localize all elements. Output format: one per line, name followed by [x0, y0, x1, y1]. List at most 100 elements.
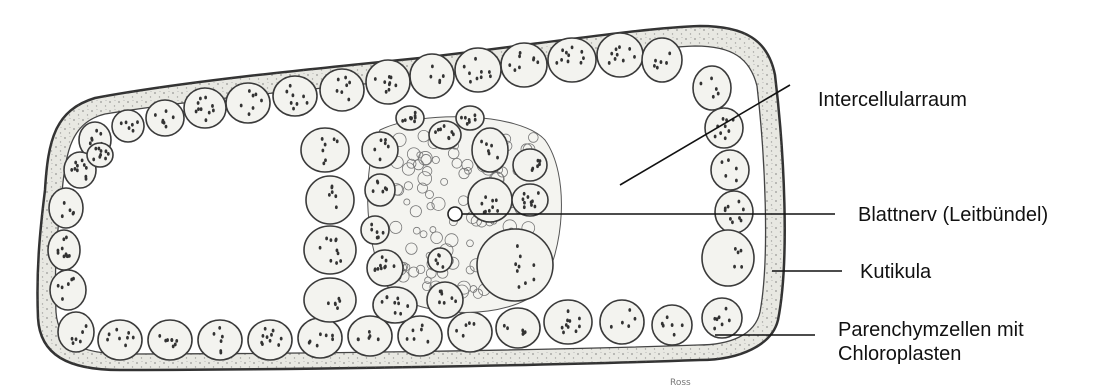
chloroplast: [530, 200, 533, 204]
chloroplast: [331, 334, 334, 338]
chloroplast: [336, 139, 339, 143]
chloroplast: [420, 328, 423, 332]
chloroplast: [712, 95, 715, 99]
chloroplast: [627, 324, 630, 328]
chloroplast: [610, 325, 613, 329]
chloroplast: [85, 324, 88, 328]
chloroplast: [713, 317, 716, 321]
chloroplast: [394, 311, 397, 315]
chloroplast: [337, 251, 340, 255]
chloroplast: [75, 337, 78, 341]
chloroplast: [108, 332, 111, 336]
chloroplast: [438, 80, 441, 84]
chloroplast: [513, 68, 516, 72]
chloroplast: [480, 202, 483, 206]
chloroplast: [565, 323, 568, 327]
chloroplast: [370, 223, 373, 227]
parenchyma-cell: [58, 312, 94, 352]
parenchyma-cell: [427, 282, 463, 318]
chloroplast: [516, 244, 519, 248]
chloroplast: [292, 93, 295, 97]
chloroplast: [76, 164, 79, 168]
chloroplast: [370, 228, 373, 232]
parenchyma-cell: [361, 216, 389, 244]
chloroplast: [339, 259, 342, 263]
parenchyma-cell: [298, 318, 342, 358]
chloroplast: [614, 57, 617, 61]
chloroplast: [345, 83, 348, 87]
chloroplast: [165, 109, 168, 113]
chloroplast: [248, 112, 251, 116]
chloroplast: [429, 75, 432, 79]
chloroplast: [628, 308, 631, 312]
chloroplast: [374, 267, 377, 271]
chloroplast: [656, 66, 659, 70]
chloroplast: [450, 296, 453, 300]
parenchyma-cell: [702, 230, 754, 286]
chloroplast: [264, 327, 267, 331]
chloroplast: [65, 254, 68, 258]
parenchyma-cell: [198, 320, 242, 360]
chloroplast: [436, 262, 439, 266]
chloroplast: [610, 52, 613, 56]
chloroplast: [567, 60, 570, 64]
chloroplast: [438, 300, 441, 304]
parenchyma-cell: [320, 69, 364, 111]
chloroplast: [269, 339, 272, 343]
parenchyma-cell: [448, 312, 492, 352]
chloroplast: [443, 124, 446, 128]
chloroplast: [197, 101, 200, 105]
chloroplast: [518, 54, 521, 58]
chloroplast: [158, 334, 161, 338]
chloroplast: [468, 321, 471, 325]
chloroplast: [336, 89, 339, 93]
chloroplast: [381, 300, 384, 304]
chloroplast: [175, 339, 178, 343]
parenchyma-cell: [548, 38, 596, 82]
chloroplast: [57, 284, 60, 288]
chloroplast: [518, 285, 521, 289]
chloroplast: [426, 340, 429, 344]
parenchyma-cell: [48, 230, 80, 270]
chloroplast: [61, 247, 64, 251]
chloroplast: [57, 249, 60, 253]
label-parenchyma-line1: Parenchymzellen mit: [838, 318, 1024, 342]
chloroplast: [719, 131, 722, 135]
chloroplast: [200, 107, 203, 111]
chloroplast: [100, 149, 103, 153]
chloroplast: [491, 199, 494, 203]
chloroplast: [666, 315, 669, 319]
chloroplast: [322, 161, 325, 165]
artist-signature: Ross: [670, 378, 691, 388]
chloroplast: [560, 58, 563, 62]
chloroplast: [523, 192, 526, 196]
chloroplast: [721, 323, 724, 327]
parenchyma-cell: [304, 278, 356, 322]
chloroplast: [324, 143, 327, 147]
label-parenchyma-line2: Chloroplasten: [838, 342, 1024, 366]
chloroplast: [742, 208, 745, 212]
parenchyma-cell: [456, 106, 484, 130]
chloroplast: [634, 317, 637, 321]
parenchyma-cell: [301, 128, 349, 172]
parenchyma-cell: [396, 106, 424, 130]
chloroplast: [334, 302, 337, 306]
chloroplast: [464, 116, 467, 120]
chloroplast: [561, 326, 564, 330]
chloroplast: [489, 74, 492, 78]
parenchyma-cell: [477, 229, 553, 301]
chloroplast: [665, 61, 668, 65]
chloroplast: [673, 333, 676, 337]
parenchyma-cell: [362, 132, 398, 168]
chloroplast: [671, 323, 674, 327]
chloroplast: [219, 349, 222, 353]
chloroplast: [84, 175, 87, 179]
label-cuticle: Kutikula: [860, 260, 931, 284]
chloroplast: [523, 331, 526, 335]
chloroplast: [377, 235, 380, 239]
chloroplast: [735, 167, 738, 171]
chloroplast: [474, 57, 477, 61]
chloroplast: [337, 78, 340, 82]
parenchyma-cell: [148, 320, 192, 360]
chloroplast: [518, 265, 521, 269]
